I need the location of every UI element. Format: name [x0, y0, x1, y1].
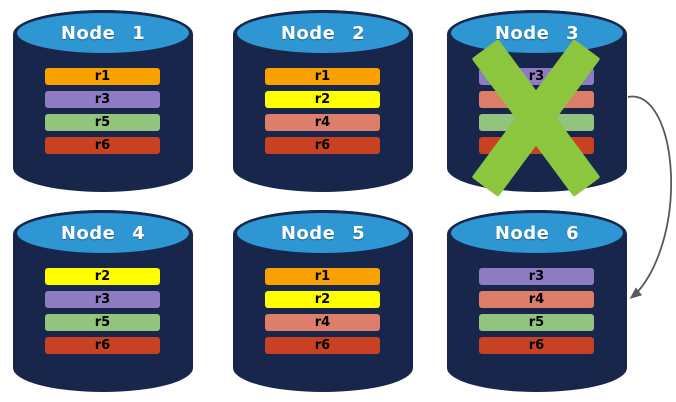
replica-bar: r3	[45, 291, 160, 308]
replica-bar: r2	[45, 268, 160, 285]
cylinder-top: Node 6	[448, 210, 626, 256]
node-2: Node 2 r1 r2 r4 r6	[233, 10, 413, 192]
cylinder-top: Node 2	[234, 10, 412, 56]
replica-bar: r1	[265, 68, 380, 85]
node-title: Node 2	[280, 22, 366, 44]
replica-bar-list: r1 r2 r4 r6	[265, 68, 380, 154]
node-5: Node 5 r1 r2 r4 r6	[233, 210, 413, 392]
node-title: Node 5	[280, 222, 366, 244]
node-6: Node 6 r3 r4 r5 r6	[447, 210, 627, 392]
replica-bar-list: r1 r2 r4 r6	[265, 268, 380, 354]
node-title: Node 4	[60, 222, 146, 244]
node-title: Node 6	[494, 222, 580, 244]
replica-bar: r3	[479, 68, 594, 85]
replica-bar: r3	[479, 268, 594, 285]
node-1: Node 1 r1 r3 r5 r6	[13, 10, 193, 192]
replica-bar: r1	[265, 268, 380, 285]
replica-bar: r6	[265, 337, 380, 354]
replica-bar: r4	[265, 114, 380, 131]
node-title: Node 1	[60, 22, 146, 44]
replica-bar	[479, 91, 594, 108]
replica-bar: r5	[45, 114, 160, 131]
replica-bar: r3	[45, 91, 160, 108]
replica-bar	[479, 114, 594, 131]
replica-bar-list: r3 r4 r5 r6	[479, 268, 594, 354]
replica-bar	[479, 137, 594, 154]
replica-bar: r4	[479, 291, 594, 308]
cylinder-top: Node 4	[14, 210, 192, 256]
replica-bar-list: r1 r3 r5 r6	[45, 68, 160, 154]
replica-bar: r6	[479, 337, 594, 354]
replica-bar: r5	[479, 314, 594, 331]
replica-bar: r6	[265, 137, 380, 154]
replica-bar: r6	[45, 137, 160, 154]
node-4: Node 4 r2 r3 r5 r6	[13, 210, 193, 392]
node-3: Node 3 r3	[447, 10, 627, 197]
replica-bar: r1	[45, 68, 160, 85]
cylinder-top: Node 3	[448, 10, 626, 56]
failover-arrow-path	[627, 95, 672, 299]
cylinder-top: Node 1	[14, 10, 192, 56]
replica-bar: r2	[265, 291, 380, 308]
replica-bar: r5	[45, 314, 160, 331]
replica-bar: r4	[265, 314, 380, 331]
node-title: Node 3	[494, 22, 580, 44]
replica-bar: r6	[45, 337, 160, 354]
replica-bar-list: r3	[479, 68, 594, 154]
replica-bar-list: r2 r3 r5 r6	[45, 268, 160, 354]
cylinder-top: Node 5	[234, 210, 412, 256]
replica-bar: r2	[265, 91, 380, 108]
